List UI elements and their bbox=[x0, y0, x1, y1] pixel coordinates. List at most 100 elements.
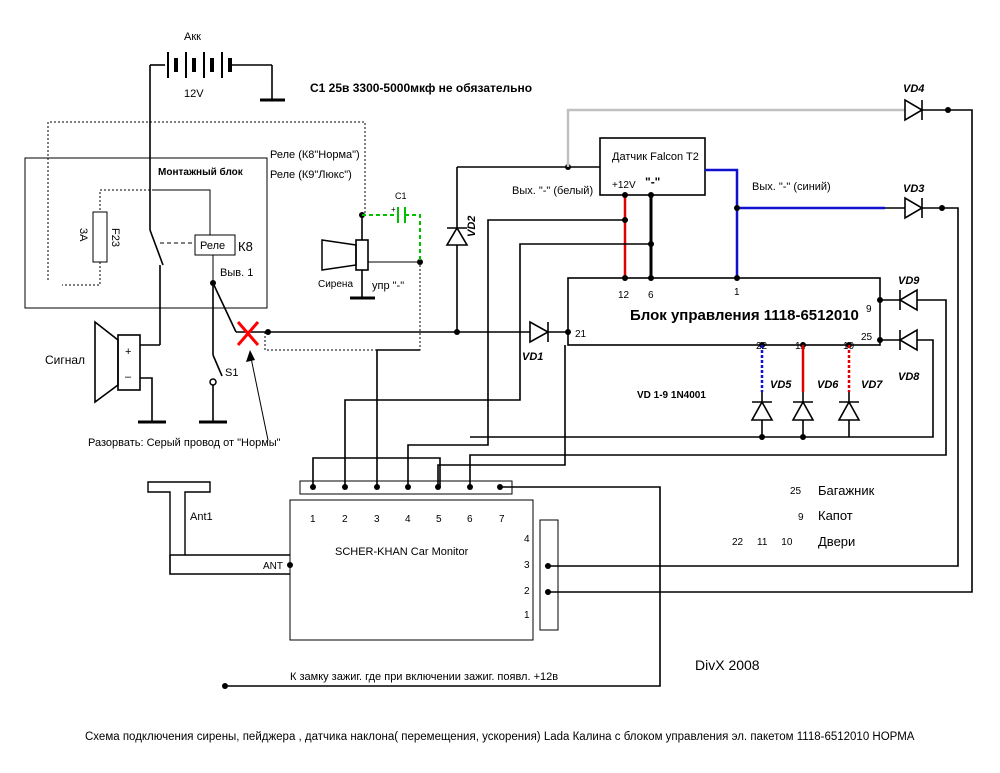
pin-12: 12 bbox=[618, 290, 630, 301]
cut-note: Разорвать: Серый провод от "Нормы" bbox=[88, 437, 281, 449]
legend: 25 Багажник 9 Капот 22 11 10 Двери bbox=[732, 483, 875, 549]
caption: Схема подключения сирены, пейджера , дат… bbox=[85, 731, 915, 743]
fuse-f23 bbox=[92, 211, 108, 263]
top-pin-5: 5 bbox=[436, 514, 442, 525]
top-pin-6: 6 bbox=[467, 514, 473, 525]
vd3-vd4: VD4 VD3 bbox=[545, 83, 973, 593]
fuse-rating: 3A bbox=[77, 228, 89, 242]
capacitor-plus: + bbox=[391, 205, 396, 214]
control-unit: Блок управления 1118-6512010 12 6 1 21 9… bbox=[565, 275, 883, 352]
battery-voltage: 12V bbox=[184, 88, 204, 100]
vd8-label: VD8 bbox=[898, 371, 920, 383]
diode-vd7 bbox=[837, 400, 861, 421]
vd9-label: VD9 bbox=[898, 275, 920, 287]
vd1-label: VD1 bbox=[522, 351, 543, 363]
top-pin-2: 2 bbox=[342, 514, 348, 525]
cut-point: Разорвать: Серый провод от "Нормы" bbox=[88, 262, 421, 449]
relay-dotted-loop bbox=[47, 121, 366, 280]
pin-1: 1 bbox=[734, 287, 740, 298]
monitor-title: SCHER-KHAN Car Monitor bbox=[335, 546, 469, 558]
pin-21: 21 bbox=[575, 329, 587, 340]
antenna-label: Ant1 bbox=[190, 511, 213, 523]
diode-vd3 bbox=[904, 196, 924, 220]
monitor-top-pins: 1 2 3 4 5 6 7 bbox=[310, 514, 505, 525]
vd7-label: VD7 bbox=[861, 379, 883, 391]
capacitor-note: С1 25в 3300-5000мкф не обязательно bbox=[310, 81, 532, 95]
sensor-plus: +12V bbox=[612, 180, 636, 191]
fuse-label: F23 bbox=[109, 228, 121, 247]
horn-minus: – bbox=[125, 371, 132, 383]
top-pin-4: 4 bbox=[405, 514, 411, 525]
horn-plus: + bbox=[125, 346, 131, 358]
pin-25: 25 bbox=[861, 332, 873, 343]
horn: + – Сигнал bbox=[45, 320, 166, 424]
sensor-white-output: Вых. "-" (белый) bbox=[512, 185, 593, 197]
legend-pins-doors: 22 11 10 bbox=[732, 537, 793, 548]
relay-k8 bbox=[194, 234, 236, 256]
monitor-side-connector bbox=[539, 519, 559, 631]
pin-6: 6 bbox=[648, 290, 654, 301]
diode-vd2 bbox=[445, 226, 469, 246]
relay-note-lux: Реле (К9"Люкс") bbox=[270, 169, 352, 181]
siren: Сирена упр "-" C1 + bbox=[318, 191, 423, 300]
diode-vd6 bbox=[791, 400, 815, 421]
sensor-blue-output: Вых. "-" (синий) bbox=[752, 181, 831, 193]
relay-label: Реле bbox=[200, 240, 225, 252]
battery-label: Акк bbox=[184, 31, 201, 43]
vd3-label: VD3 bbox=[903, 183, 924, 195]
top-pin-3: 3 bbox=[374, 514, 380, 525]
mounting-block: Монтажный блок F23 3A Реле К8 Выв. 1 bbox=[24, 95, 268, 345]
sensor-title: Датчик Falcon T2 bbox=[612, 151, 699, 163]
legend-hood: Капот bbox=[818, 508, 853, 523]
author: DivX 2008 bbox=[695, 657, 760, 673]
gray-wire bbox=[566, 108, 905, 167]
siren-label: Сирена bbox=[318, 279, 353, 290]
switch-label: S1 bbox=[225, 367, 238, 379]
side-pin-1: 1 bbox=[524, 610, 530, 621]
horn-label: Сигнал bbox=[45, 353, 85, 367]
wire-ignition bbox=[225, 486, 661, 687]
vd2-branch: VD2 Вых. "-" (белый) bbox=[445, 164, 600, 332]
relay-note-norma: Реле (К8"Норма") bbox=[270, 149, 360, 161]
legend-pins-hood: 9 bbox=[798, 512, 804, 523]
scher-khan-monitor: SCHER-KHAN Car Monitor ANT 1 2 3 4 5 6 7… bbox=[263, 480, 559, 641]
vd4-label: VD4 bbox=[903, 83, 924, 95]
vd5-vd7: VD5 VD6 VD7 VD 1-9 1N4001 bbox=[637, 345, 883, 440]
sensor-minus: "-" bbox=[645, 175, 660, 189]
blue-wire bbox=[705, 168, 739, 278]
ignition-note: К замку зажиг. где при включении зажиг. … bbox=[290, 671, 558, 683]
main-line: VD1 bbox=[265, 320, 568, 363]
vd2-label: VD2 bbox=[466, 216, 478, 237]
switch-s1: S1 bbox=[199, 283, 238, 424]
siren-ctrl-label: упр "-" bbox=[372, 280, 404, 292]
wire-sensor-12v bbox=[407, 219, 625, 487]
diode-vd4 bbox=[904, 98, 924, 122]
legend-doors: Двери bbox=[818, 534, 855, 549]
mounting-block-title: Монтажный блок bbox=[158, 166, 244, 178]
control-unit-title: Блок управления 1118-6512010 bbox=[630, 307, 859, 324]
legend-trunk: Багажник bbox=[818, 483, 875, 498]
side-pin-2: 2 bbox=[524, 586, 530, 597]
top-pin-1: 1 bbox=[310, 514, 316, 525]
battery: Акк 12V bbox=[149, 31, 285, 102]
sensor-falcon: Датчик Falcon T2 +12V "-" Вых. "-" (сини… bbox=[599, 137, 885, 278]
side-pin-4: 4 bbox=[524, 534, 530, 545]
vd6-label: VD6 bbox=[817, 379, 839, 391]
side-pin-3: 3 bbox=[524, 560, 530, 571]
top-pin-7: 7 bbox=[499, 514, 505, 525]
relay-output-label: Выв. 1 bbox=[220, 267, 253, 279]
monitor-ant: ANT bbox=[263, 561, 283, 572]
diode-vd8 bbox=[898, 328, 918, 352]
antenna: Ant1 bbox=[147, 481, 293, 575]
diode-vd5 bbox=[750, 400, 774, 421]
legend-pins-trunk: 25 bbox=[790, 486, 802, 497]
diode-vd1 bbox=[529, 320, 550, 344]
vd5-label: VD5 bbox=[770, 379, 792, 391]
diode-vd9 bbox=[898, 288, 918, 312]
capacitor-label: C1 bbox=[395, 191, 407, 201]
pin-9: 9 bbox=[866, 304, 872, 315]
wire-sensor-minus bbox=[344, 243, 651, 487]
diode-note: VD 1-9 1N4001 bbox=[637, 390, 706, 401]
